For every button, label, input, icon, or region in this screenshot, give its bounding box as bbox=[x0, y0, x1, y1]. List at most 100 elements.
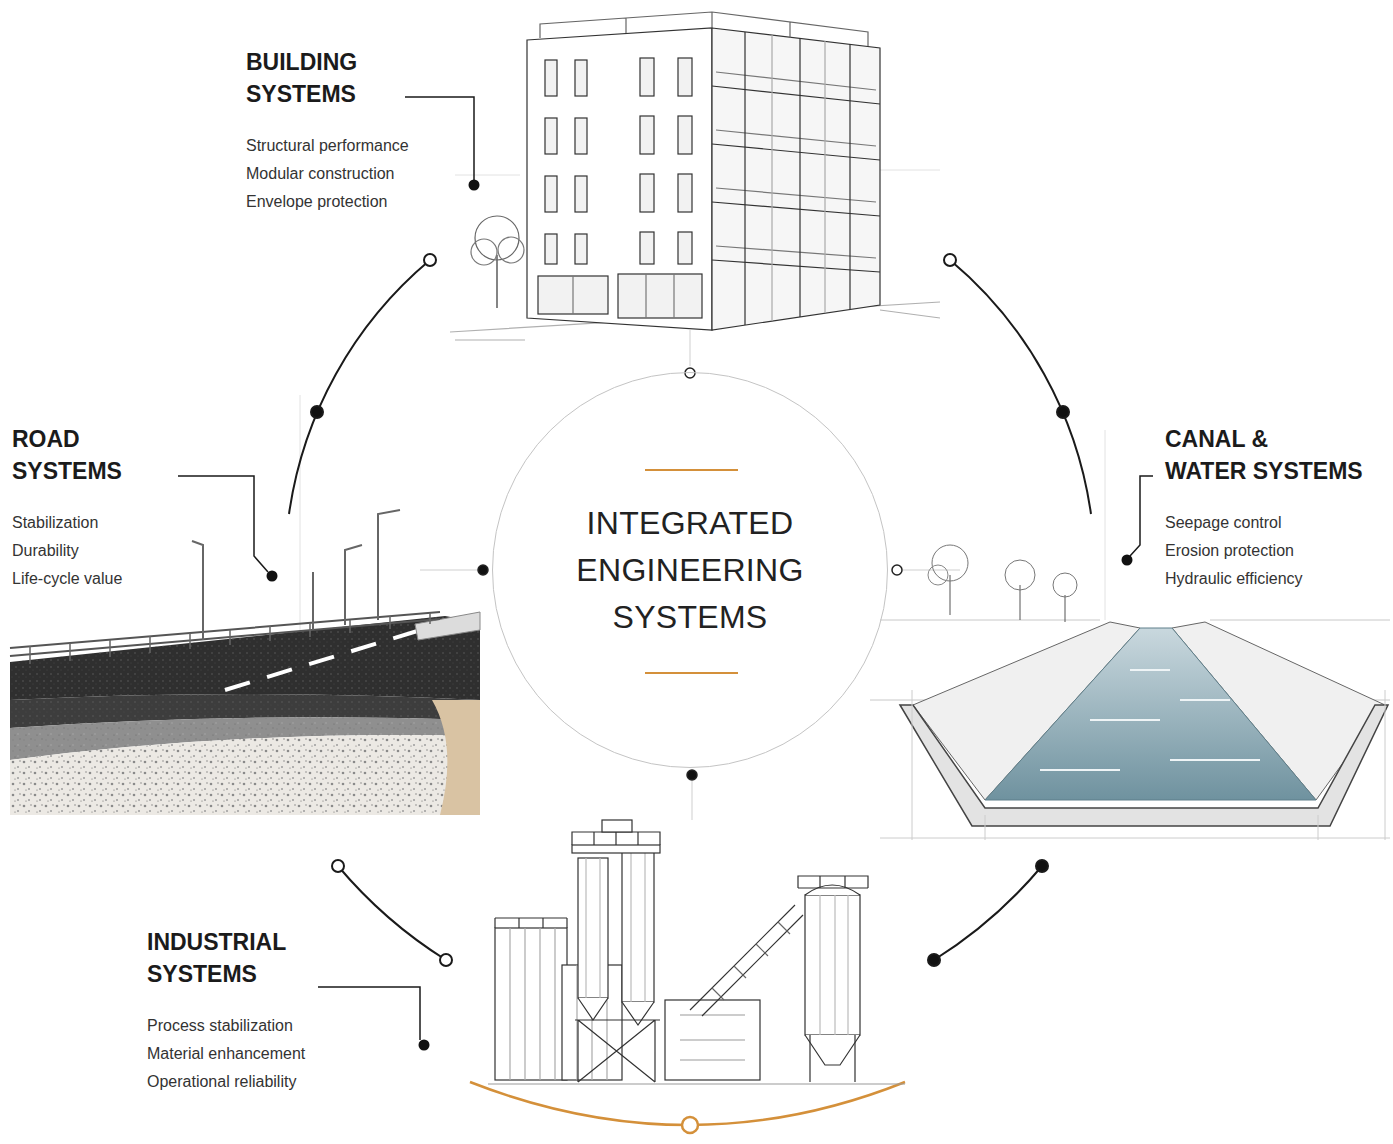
system-feature: Erosion protection bbox=[1165, 537, 1294, 565]
building-drawing bbox=[496, 255, 497, 308]
heading-line: SYSTEMS bbox=[246, 81, 356, 107]
label-group: INDUSTRIAL SYSTEMS bbox=[147, 926, 286, 990]
building-drawing bbox=[678, 232, 692, 264]
road-drawing bbox=[10, 612, 440, 656]
building-drawing bbox=[575, 176, 587, 212]
hub-marker bbox=[685, 368, 695, 378]
building-drawing bbox=[471, 239, 497, 265]
industrial-plant-drawing bbox=[805, 895, 860, 1035]
label-group: Operational reliability bbox=[147, 1068, 296, 1096]
label-group: Material enhancement bbox=[147, 1040, 305, 1068]
canal-drawing bbox=[1005, 560, 1035, 590]
label-group: Durability bbox=[12, 537, 79, 565]
base-arc bbox=[470, 1082, 905, 1133]
building-drawing bbox=[545, 118, 557, 154]
building-drawing bbox=[545, 176, 557, 212]
canal-drawing bbox=[900, 705, 1388, 826]
building-drawing bbox=[527, 28, 712, 330]
building-drawing bbox=[575, 60, 587, 96]
industrial-plant-drawing bbox=[488, 820, 905, 1084]
ring-marker bbox=[424, 254, 436, 266]
ring-arc bbox=[950, 260, 1091, 514]
building-drawing bbox=[716, 72, 876, 258]
industrial-plant-drawing bbox=[805, 1035, 860, 1065]
industrial-plant-drawing bbox=[712, 922, 790, 1000]
system-heading: CANAL & WATER SYSTEMS bbox=[1165, 423, 1363, 487]
label-group: Seepage control bbox=[1165, 509, 1282, 537]
ring-marker bbox=[440, 954, 452, 966]
building-drawing bbox=[575, 234, 587, 264]
construction-line bbox=[420, 330, 960, 820]
system-feature: Process stabilization bbox=[147, 1012, 293, 1040]
road-drawing bbox=[415, 612, 480, 640]
building-drawing bbox=[745, 32, 850, 325]
canal-drawing bbox=[950, 575, 1065, 622]
ring-marker bbox=[944, 254, 956, 266]
system-feature: Durability bbox=[12, 537, 79, 565]
ring-arc bbox=[289, 260, 1091, 960]
label-group: Erosion protection bbox=[1165, 537, 1294, 565]
hub-marker bbox=[478, 368, 902, 780]
canal-drawing bbox=[880, 690, 1390, 840]
ring-arc bbox=[338, 866, 446, 960]
leader-dot bbox=[1122, 555, 1133, 566]
label-group: Modular construction bbox=[246, 160, 395, 188]
industrial-plant-drawing bbox=[805, 885, 860, 895]
industrial-plant-drawing bbox=[690, 905, 803, 1016]
system-feature: Stabilization bbox=[12, 509, 98, 537]
canal-drawing bbox=[870, 545, 1390, 840]
hub-marker bbox=[892, 565, 902, 575]
building-drawing bbox=[640, 174, 654, 212]
canal-drawing bbox=[1040, 670, 1260, 770]
building-drawing bbox=[640, 232, 654, 264]
industrial-plant-drawing bbox=[488, 1083, 905, 1084]
heading-line: CANAL & bbox=[1165, 426, 1268, 452]
road-drawing bbox=[30, 613, 430, 664]
building-drawing bbox=[545, 60, 557, 96]
leader-dot bbox=[267, 571, 278, 582]
road-drawing bbox=[192, 510, 400, 640]
system-heading: BUILDING SYSTEMS bbox=[246, 46, 357, 110]
system-heading: INDUSTRIAL SYSTEMS bbox=[147, 926, 286, 990]
label-group: Envelope protection bbox=[246, 188, 387, 216]
building-drawing bbox=[450, 12, 940, 340]
building-drawing bbox=[640, 116, 654, 154]
ring-arc bbox=[289, 260, 430, 514]
hub-marker bbox=[478, 565, 488, 575]
industrial-plant-drawing bbox=[495, 918, 567, 928]
ring-marker bbox=[1036, 860, 1048, 872]
building-drawing bbox=[712, 28, 880, 330]
hub-accent bbox=[645, 469, 738, 471]
label-group: Structural performance bbox=[246, 132, 409, 160]
hub-accent bbox=[645, 672, 738, 674]
canal-drawing bbox=[1053, 573, 1077, 597]
leader-line bbox=[1130, 476, 1153, 556]
industrial-plant-drawing bbox=[572, 832, 660, 845]
building-drawing bbox=[712, 86, 880, 272]
industrial-plant-drawing bbox=[575, 1020, 660, 1082]
road-drawing bbox=[10, 510, 480, 815]
building-drawing bbox=[540, 12, 868, 46]
leader-line bbox=[178, 476, 268, 572]
building-drawing bbox=[640, 58, 654, 96]
industrial-plant-drawing bbox=[495, 928, 567, 1080]
industrial-plant-drawing bbox=[602, 820, 632, 832]
system-heading: ROAD SYSTEMS bbox=[12, 423, 122, 487]
label-group: Process stabilization bbox=[147, 1012, 293, 1040]
label-group: BUILDING SYSTEMS bbox=[246, 46, 357, 110]
building-drawing bbox=[575, 118, 587, 154]
system-feature: Envelope protection bbox=[246, 188, 387, 216]
ring-marker bbox=[332, 860, 344, 872]
label-group: CANAL & WATER SYSTEMS bbox=[1165, 423, 1363, 487]
system-feature: Material enhancement bbox=[147, 1040, 305, 1068]
leader-line bbox=[405, 97, 474, 180]
building-drawing bbox=[772, 35, 825, 321]
hub-title: INTEGRATED ENGINEERING SYSTEMS bbox=[560, 500, 820, 641]
leader-dot bbox=[469, 180, 480, 191]
industrial-plant-drawing bbox=[578, 858, 608, 998]
building-drawing bbox=[678, 174, 692, 212]
system-feature: Seepage control bbox=[1165, 509, 1282, 537]
heading-line: BUILDING bbox=[246, 49, 357, 75]
